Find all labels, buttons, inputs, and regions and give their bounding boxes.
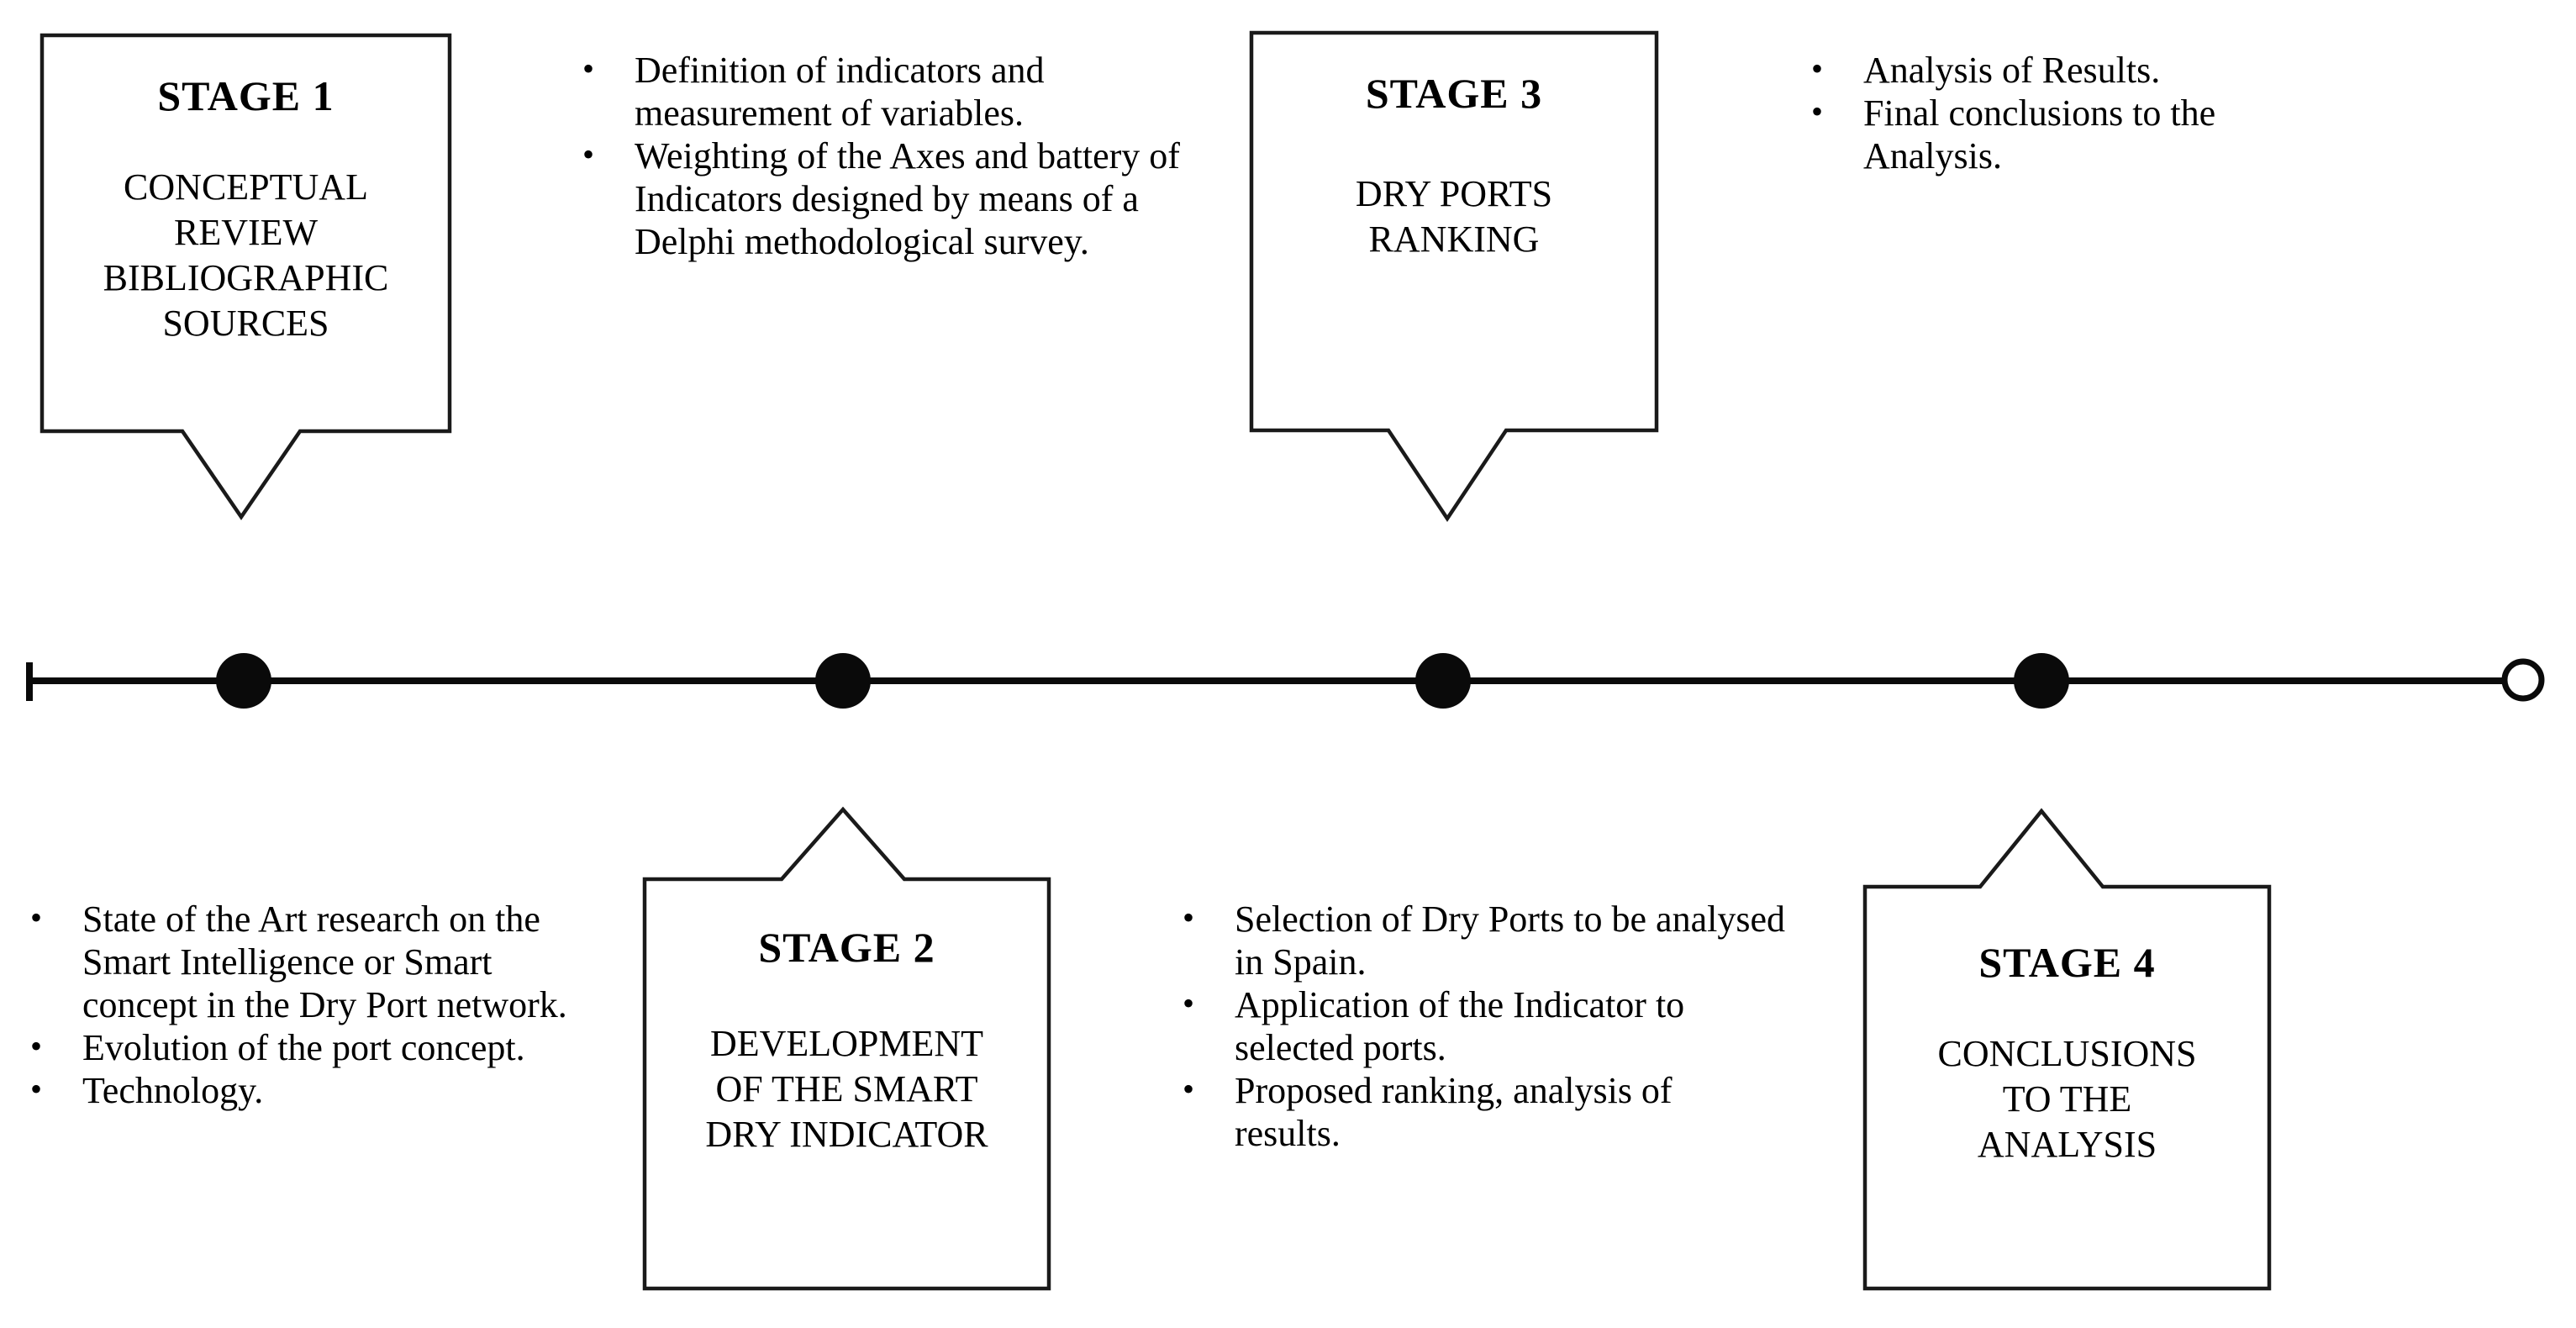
stage-1-subtitle-line: REVIEW: [173, 212, 319, 253]
bullet-item: • Definition of indicators and measureme…: [582, 49, 1198, 134]
bullet-text: Definition of indicators and measurement…: [635, 50, 1045, 134]
stage-2-subtitle: DEVELOPMENT OF THE SMART DRY INDICATOR: [645, 1021, 1049, 1157]
stage-4-dot: [2014, 653, 2069, 709]
bullet-text: Proposed ranking, analysis of results.: [1235, 1070, 1673, 1154]
bullet-text: Final conclusions to the Analysis.: [1863, 92, 2216, 177]
stage-4-subtitle-line: ANALYSIS: [1977, 1124, 2157, 1165]
stage-3-subtitle-line: RANKING: [1368, 219, 1540, 260]
stage-1-subtitle-line: CONCEPTUAL: [124, 166, 368, 208]
bullet-marker-icon: •: [1183, 984, 1195, 1022]
stage-3-callout-box: [1249, 30, 1659, 523]
bullet-marker-icon: •: [1811, 50, 1824, 87]
stage-3-subtitle: DRY PORTS RANKING: [1251, 171, 1657, 262]
stage-3-subtitle-line: DRY PORTS: [1355, 173, 1553, 214]
stage-4-subtitle-line: TO THE: [2002, 1078, 2132, 1120]
stage-4-callout-box: [1862, 808, 2272, 1291]
bullet-text: Analysis of Results.: [1863, 50, 2161, 91]
bullet-item: • Evolution of the port concept.: [30, 1026, 582, 1069]
bullet-list-bottom-center: • Selection of Dry Ports to be analysed …: [1183, 898, 1785, 1155]
stage-2-subtitle-line: DEVELOPMENT: [709, 1023, 984, 1064]
stage-3-dot: [1415, 653, 1471, 709]
bullet-marker-icon: •: [1811, 92, 1824, 130]
stage-2-title: STAGE 2: [758, 924, 935, 971]
bullet-text: Technology.: [82, 1070, 264, 1111]
bullet-item: • Application of the Indicator to select…: [1183, 983, 1785, 1069]
bullet-text: Application of the Indicator to selected…: [1235, 984, 1685, 1068]
bullet-item: • State of the Art research on the Smart…: [30, 898, 582, 1026]
bullet-marker-icon: •: [582, 135, 595, 173]
bullet-marker-icon: •: [30, 899, 43, 936]
bullet-marker-icon: •: [30, 1070, 43, 1108]
bullet-list-bottom-left: • State of the Art research on the Smart…: [30, 898, 582, 1112]
timeline-start-tick: [26, 662, 33, 701]
stage-1-callout-box: [40, 33, 452, 520]
bullet-item: • Analysis of Results.: [1811, 49, 2300, 92]
bullet-marker-icon: •: [30, 1027, 43, 1065]
bullet-list-top-right: • Analysis of Results. • Final conclusio…: [1811, 49, 2300, 177]
bullet-item: • Proposed ranking, analysis of results.: [1183, 1069, 1785, 1155]
timeline-axis-line: [29, 677, 2507, 684]
bullet-item: • Technology.: [30, 1069, 582, 1112]
stage-4-title: STAGE 4: [1978, 939, 2156, 986]
bullet-list-top-center: • Definition of indicators and measureme…: [582, 49, 1198, 263]
bullet-text: Weighting of the Axes and battery of Ind…: [635, 135, 1180, 262]
stage-4-subtitle: CONCLUSIONS TO THE ANALYSIS: [1865, 1031, 2269, 1167]
bullet-text: State of the Art research on the Smart I…: [82, 899, 567, 1025]
bullet-item: • Weighting of the Axes and battery of I…: [582, 134, 1198, 263]
bullet-item: • Final conclusions to the Analysis.: [1811, 92, 2300, 177]
stage-2-callout-box: [642, 806, 1051, 1291]
bullet-marker-icon: •: [1183, 1070, 1195, 1108]
stage-4-subtitle-line: CONCLUSIONS: [1937, 1033, 2197, 1074]
bullet-marker-icon: •: [1183, 899, 1195, 936]
bullet-marker-icon: •: [582, 50, 595, 87]
stage-1-dot: [216, 653, 271, 709]
bullet-text: Selection of Dry Ports to be analysed in…: [1235, 899, 1785, 983]
stage-2-subtitle-line: OF THE SMART: [715, 1068, 978, 1109]
stage-1-subtitle-line: SOURCES: [162, 303, 329, 344]
stage-2-subtitle-line: DRY INDICATOR: [705, 1114, 988, 1155]
stage-3-title: STAGE 3: [1365, 70, 1543, 117]
bullet-text: Evolution of the port concept.: [82, 1027, 525, 1068]
stage-1-subtitle-line: BIBLIOGRAPHIC: [103, 257, 389, 298]
stage-1-subtitle: CONCEPTUAL REVIEW BIBLIOGRAPHIC SOURCES: [42, 165, 450, 346]
stage-2-dot: [815, 653, 871, 709]
stage-1-title: STAGE 1: [157, 72, 335, 119]
timeline-end-circle: [2501, 658, 2545, 702]
bullet-item: • Selection of Dry Ports to be analysed …: [1183, 898, 1785, 983]
